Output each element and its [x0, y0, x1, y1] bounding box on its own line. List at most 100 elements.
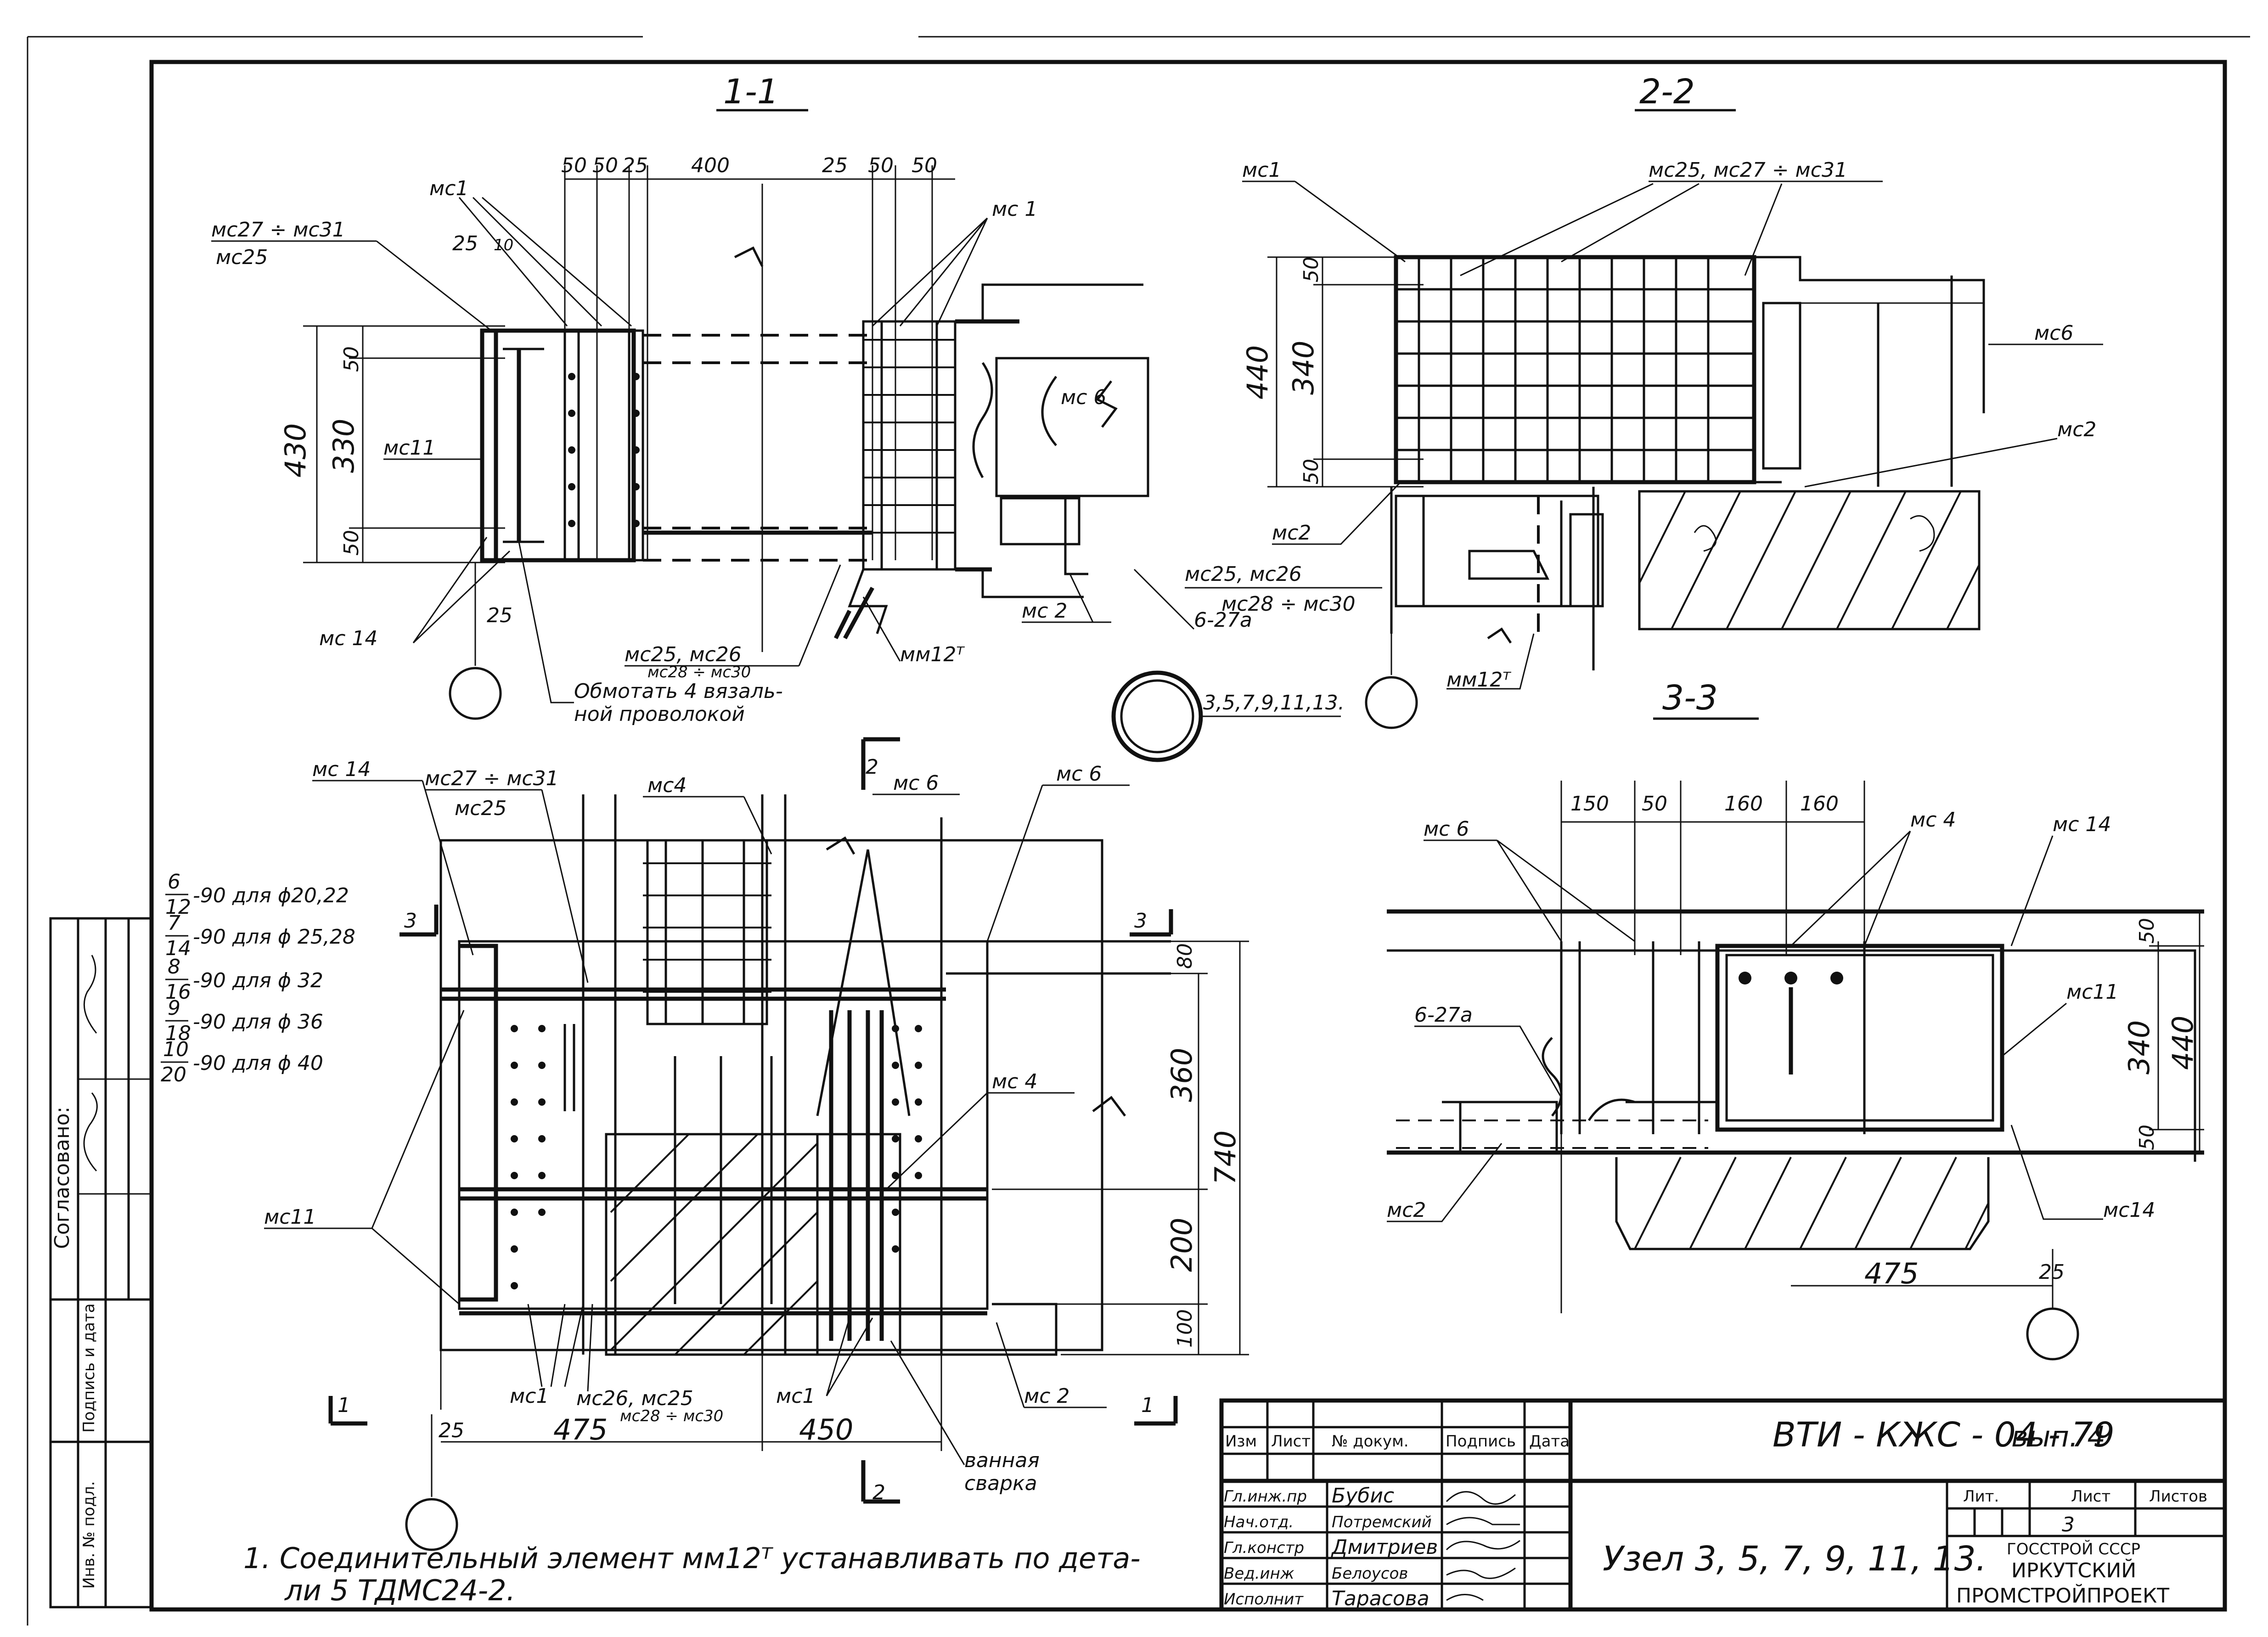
node-callout: 3,5,7,9,11,13. — [1111, 670, 1345, 762]
svg-text:3,5,7,9,11,13.: 3,5,7,9,11,13. — [1203, 691, 1345, 714]
svg-text:ной проволокой: ной проволокой — [574, 703, 745, 726]
svg-text:6-27а: 6-27а — [1194, 608, 1252, 632]
svg-text:мм12ᵀ: мм12ᵀ — [900, 643, 965, 666]
svg-text:450: 450 — [799, 1413, 853, 1446]
svg-text:мс 14: мс 14 — [2053, 813, 2111, 836]
svg-text:Изм: Изм — [1225, 1432, 1257, 1451]
svg-text:440: 440 — [1241, 345, 1274, 399]
svg-text:мс27 ÷ мс31: мс27 ÷ мс31 — [211, 218, 345, 242]
svg-text:50: 50 — [2135, 1125, 2159, 1150]
svg-text:сварка: сварка — [964, 1472, 1037, 1495]
svg-text:740: 740 — [1209, 1131, 1242, 1185]
svg-text:50: 50 — [1642, 792, 1667, 816]
svg-text:7: 7 — [168, 911, 180, 935]
svg-text:-90 для ϕ 40: -90 для ϕ 40 — [193, 1052, 323, 1075]
svg-text:475: 475 — [553, 1413, 608, 1446]
section-1-1: 1-1 50 50 25 400 25 50 50 430 330 50 50 … — [211, 72, 1252, 726]
svg-text:360: 360 — [1165, 1048, 1199, 1102]
svg-text:мс25, мс26: мс25, мс26 — [625, 643, 742, 666]
svg-text:160: 160 — [1724, 792, 1763, 816]
svg-text:Бубис: Бубис — [1332, 1484, 1394, 1508]
svg-text:475: 475 — [1864, 1257, 1919, 1290]
svg-text:мс26, мс25: мс26, мс25 — [576, 1387, 693, 1410]
svg-text:Тарасова: Тарасова — [1332, 1587, 1429, 1610]
section-3-3: 3-3 150 50 160 160 — [1387, 678, 2204, 1361]
svg-text:-90 для ϕ 32: -90 для ϕ 32 — [193, 969, 323, 992]
svg-text:150: 150 — [1570, 792, 1609, 816]
section-2-2-title: 2-2 — [1639, 72, 1695, 112]
svg-text:6-27а: 6-27а — [1414, 1003, 1473, 1027]
svg-text:25: 25 — [439, 1419, 464, 1442]
svg-text:мс6: мс6 — [2034, 321, 2073, 345]
stamp-inv-no: Инв. № подл. — [80, 1481, 98, 1589]
svg-text:Белоусов: Белоусов — [1332, 1564, 1408, 1583]
svg-text:25: 25 — [2039, 1260, 2065, 1284]
svg-text:14: 14 — [165, 937, 191, 960]
svg-text:200: 200 — [1165, 1218, 1199, 1272]
svg-text:50: 50 — [912, 154, 937, 177]
svg-text:мс28 ÷ мс30: мс28 ÷ мс30 — [620, 1407, 723, 1425]
svg-text:Дата: Дата — [1529, 1432, 1570, 1451]
svg-text:100: 100 — [1173, 1309, 1197, 1348]
svg-text:8: 8 — [168, 955, 180, 979]
svg-text:мс25: мс25 — [216, 246, 268, 269]
svg-text:12: 12 — [165, 895, 191, 919]
svg-text:мс2: мс2 — [1272, 521, 1311, 545]
svg-text:3: 3 — [1134, 909, 1147, 933]
svg-text:50: 50 — [868, 154, 894, 177]
svg-text:ванная: ванная — [964, 1449, 1040, 1472]
svg-text:440: 440 — [2166, 1016, 2200, 1070]
svg-text:мс1: мс1 — [776, 1384, 815, 1408]
svg-text:ГОССТРОЙ СССР: ГОССТРОЙ СССР — [2007, 1540, 2140, 1558]
svg-text:мс11: мс11 — [383, 436, 435, 460]
svg-text:мс 6: мс 6 — [1056, 762, 1102, 786]
svg-text:мс2: мс2 — [1387, 1198, 1426, 1222]
svg-text:мс1: мс1 — [1242, 158, 1281, 182]
svg-text:20: 20 — [161, 1063, 186, 1086]
svg-text:мс 2: мс 2 — [1024, 1384, 1069, 1408]
svg-text:340: 340 — [2122, 1020, 2156, 1074]
svg-text:мс 6: мс 6 — [893, 771, 939, 795]
svg-text:50: 50 — [1300, 257, 1323, 282]
svg-text:Узел 3, 5, 7, 9, 11, 13.: Узел 3, 5, 7, 9, 11, 13. — [1603, 1539, 1987, 1579]
svg-text:1. Соединительный элемент мм12: 1. Соединительный элемент мм12ᵀ устанавл… — [243, 1541, 1141, 1575]
svg-text:50: 50 — [2135, 918, 2159, 944]
svg-text:1: 1 — [1141, 1394, 1154, 1417]
svg-text:3: 3 — [404, 909, 417, 933]
svg-text:мс4: мс4 — [647, 774, 687, 797]
svg-text:18: 18 — [165, 1022, 191, 1045]
svg-text:Дмитриев: Дмитриев — [1331, 1536, 1438, 1559]
footnote: 1. Соединительный элемент мм12ᵀ устанавл… — [243, 1541, 1141, 1607]
svg-text:мс2: мс2 — [2057, 418, 2096, 441]
svg-text:мс 4: мс 4 — [1910, 808, 1956, 832]
svg-text:9: 9 — [168, 996, 180, 1020]
svg-text:6: 6 — [168, 870, 180, 894]
svg-text:50: 50 — [592, 154, 618, 177]
svg-text:10: 10 — [163, 1038, 189, 1061]
svg-text:мс11: мс11 — [264, 1205, 316, 1229]
svg-text:Исполнит: Исполнит — [1224, 1590, 1304, 1609]
svg-text:ли 5 ТДМС24-2.: ли 5 ТДМС24-2. — [284, 1574, 515, 1607]
svg-text:мс 4: мс 4 — [992, 1070, 1037, 1093]
svg-text:3: 3 — [2062, 1513, 2075, 1536]
svg-text:2: 2 — [866, 755, 878, 779]
svg-text:-90 для ϕ 25,28: -90 для ϕ 25,28 — [193, 925, 355, 949]
svg-text:мм12ᵀ: мм12ᵀ — [1446, 668, 1511, 692]
svg-text:Гл.констр: Гл.констр — [1224, 1539, 1304, 1557]
svg-text:Лит.: Лит. — [1963, 1487, 1999, 1506]
svg-text:мс 14: мс 14 — [319, 627, 377, 650]
svg-text:50: 50 — [340, 346, 363, 372]
svg-text:50: 50 — [1300, 459, 1323, 484]
svg-text:-90 для ϕ20,22: -90 для ϕ20,22 — [193, 884, 349, 907]
plan-view: 2 2 3 3 1 1 80 360 740 200 100 475 450 2 — [161, 737, 1249, 1551]
svg-text:25: 25 — [487, 604, 512, 627]
svg-text:25: 25 — [622, 154, 648, 177]
svg-text:340: 340 — [1287, 341, 1320, 395]
stamp-sign-date: Подпись и дата — [80, 1303, 98, 1433]
svg-text:Лист: Лист — [2071, 1487, 2110, 1506]
svg-text:№ докум.: № докум. — [1332, 1432, 1409, 1451]
svg-text:мс1: мс1 — [429, 177, 468, 200]
svg-text:1: 1 — [338, 1394, 350, 1417]
svg-text:430: 430 — [279, 423, 312, 478]
